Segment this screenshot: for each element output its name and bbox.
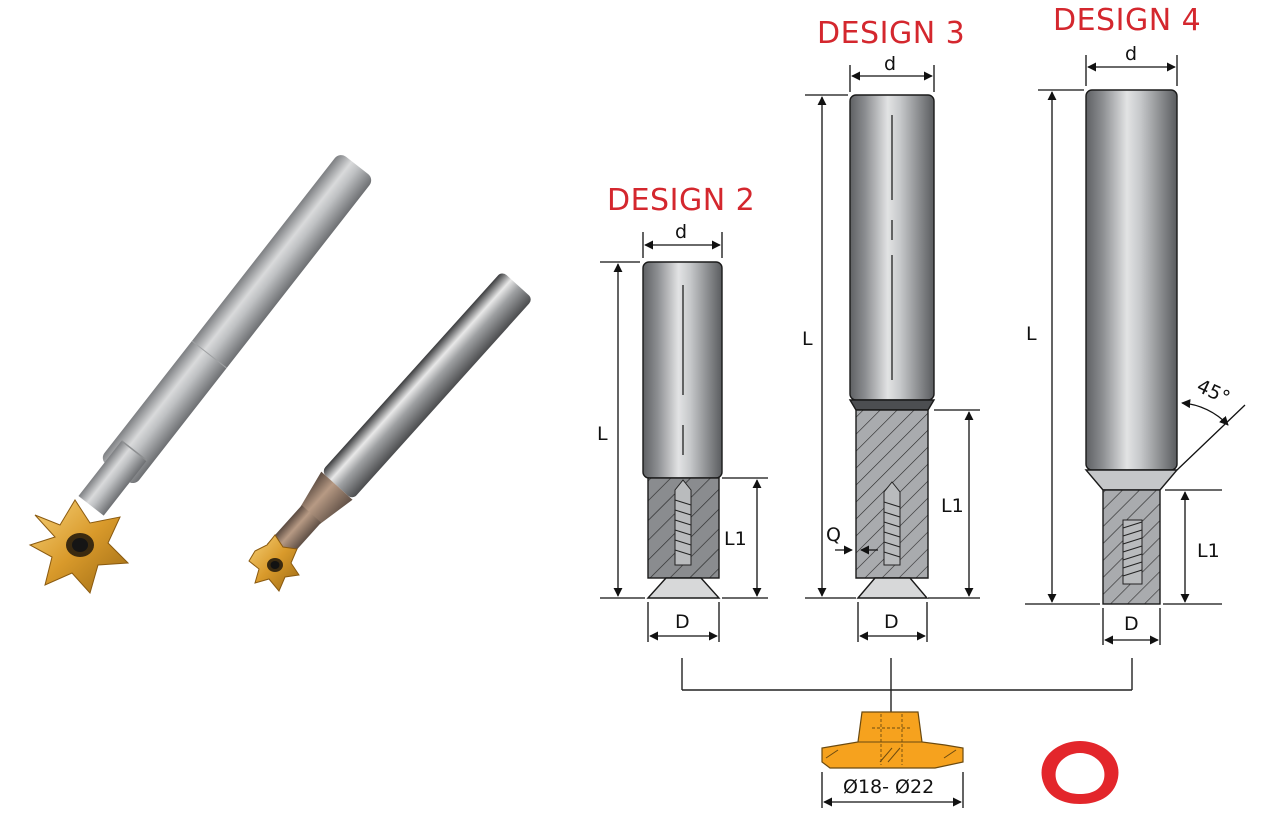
- design-2-dim-d: d: [675, 221, 687, 243]
- design-4-dim-L: L: [1026, 323, 1037, 345]
- design-3-drawing: DESIGN 3 d L L1 Q D: [802, 16, 980, 642]
- design-3-dim-D: D: [884, 611, 899, 633]
- design-4-dim-d: d: [1125, 43, 1137, 65]
- design-3-dim-d: d: [884, 53, 896, 75]
- design-2-dim-L1: L1: [724, 528, 747, 550]
- design-4-drawing: DESIGN 4 d L L1 45° D: [1025, 3, 1246, 645]
- design-4-dim-D: D: [1124, 613, 1139, 635]
- insert-icon: Ø18- Ø22: [821, 711, 964, 808]
- design-3-dim-L1: L1: [941, 495, 964, 517]
- cutter-photo-small: [248, 273, 531, 592]
- design-3-dim-L: L: [802, 328, 813, 350]
- insert-diameter-label: Ø18- Ø22: [843, 776, 934, 798]
- design-3-title: DESIGN 3: [817, 16, 965, 51]
- design-4-dim-angle: 45°: [1193, 375, 1233, 409]
- design-4-dim-L1: L1: [1197, 540, 1220, 562]
- design-2-drawing: DESIGN 2 d L L1 D: [597, 183, 768, 642]
- design-2-title: DESIGN 2: [607, 183, 755, 218]
- design-3-dim-Q: Q: [826, 524, 841, 546]
- design-2-dim-D: D: [675, 611, 690, 633]
- design-4-title: DESIGN 4: [1053, 3, 1201, 38]
- cutter-photo-large: [28, 155, 372, 595]
- connector-bracket: [681, 658, 1133, 712]
- trigon-profile-icon: [1041, 741, 1119, 804]
- design-2-dim-L: L: [597, 423, 608, 445]
